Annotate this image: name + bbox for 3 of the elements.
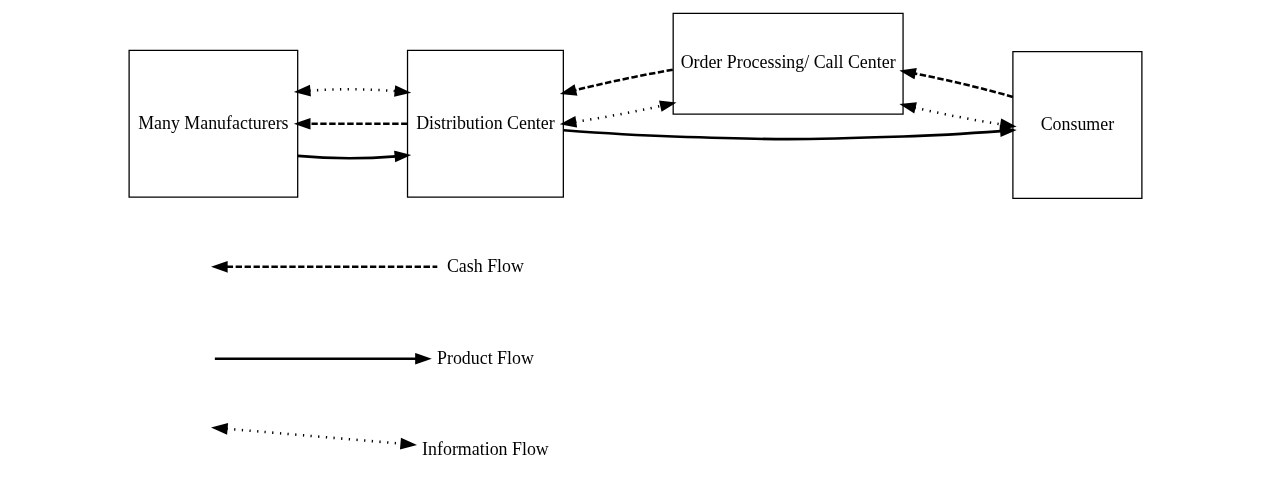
- legend-label: Information Flow: [421, 439, 549, 460]
- legend-label: Product Flow: [436, 347, 534, 368]
- legend-label: Cash Flow: [446, 255, 524, 276]
